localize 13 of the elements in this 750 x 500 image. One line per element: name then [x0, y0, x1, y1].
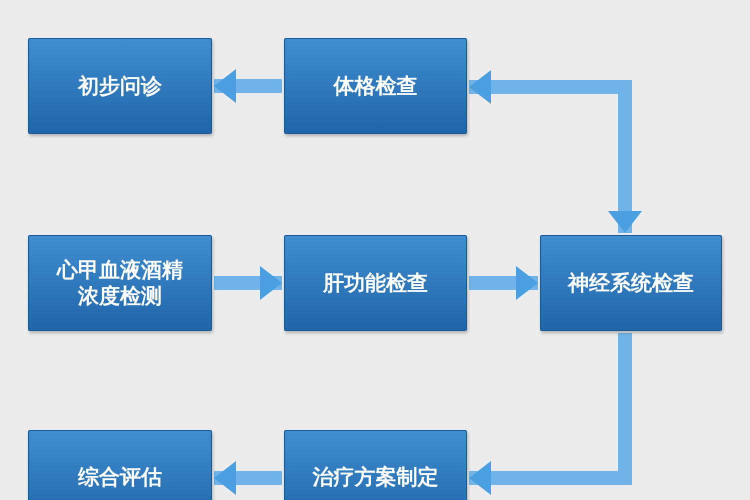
process-box: 初步问诊: [28, 38, 212, 134]
arrow: [214, 461, 282, 495]
process-box: 综合评估: [28, 430, 212, 500]
process-box: 肝功能检查: [284, 235, 467, 331]
process-box: 体格检查: [284, 38, 467, 134]
arrow: [469, 266, 538, 300]
arrow: [214, 69, 282, 103]
process-box: 心甲血液酒精浓度检测: [28, 235, 212, 331]
arrow: [469, 70, 642, 233]
arrow: [214, 266, 282, 300]
process-box: 神经系统检查: [540, 235, 722, 331]
process-box: 治疗方案制定: [284, 430, 467, 500]
arrow: [469, 333, 632, 495]
